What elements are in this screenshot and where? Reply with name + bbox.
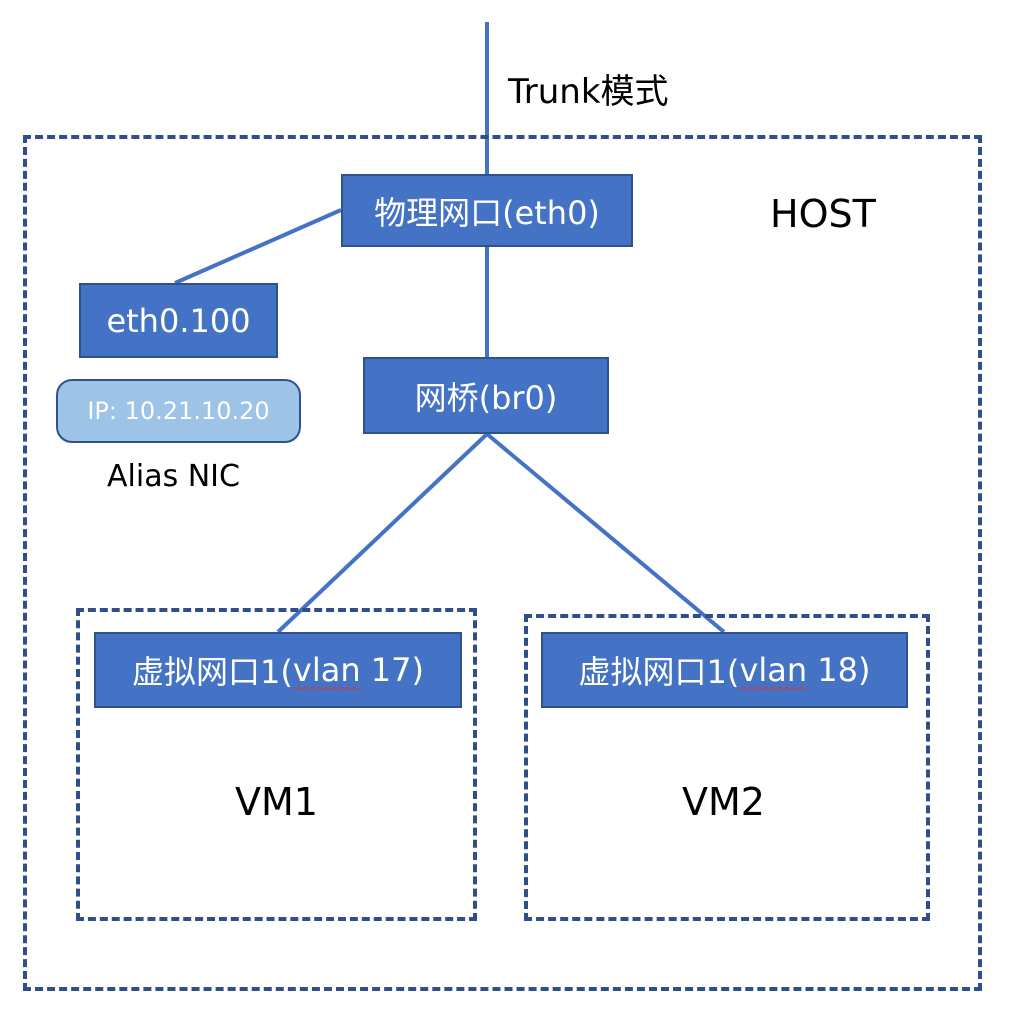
vm2-label: VM2 [682,780,765,824]
eth0-to-vlan-subinterface-line [174,208,342,285]
physical-nic-eth0[interactable]: 物理网口(eth0) [341,174,633,247]
host-label: HOST [770,192,876,236]
bridge-to-vm1-line [276,432,489,634]
vm1-nic-prefix: 虚拟网口1( [132,653,293,691]
bridge-br0[interactable]: 网桥(br0) [363,357,609,434]
vm2-virtual-nic[interactable]: 虚拟网口1(vlan 18) [541,632,908,708]
vm2-nic-suffix: 18) [807,651,871,689]
vm1-boundary [76,608,477,921]
vm1-label: VM1 [235,780,318,824]
vm1-virtual-nic[interactable]: 虚拟网口1(vlan 17) [94,632,462,708]
vm1-nic-suffix: 17) [360,651,424,689]
bridge-to-vm2-line [485,432,726,634]
trunk-mode-label: Trunk模式 [508,72,669,112]
alias-nic-label: Alias NIC [107,459,240,494]
vm2-boundary [524,614,930,921]
vm2-nic-vlan: vlan [739,651,808,689]
vm2-nic-prefix: 虚拟网口1( [578,653,740,691]
vm1-nic-vlan: vlan [292,651,361,689]
vlan-subinterface-eth0-100[interactable]: eth0.100 [79,283,278,358]
alias-ip-badge: IP: 10.21.10.20 [56,379,301,443]
host-boundary [23,135,982,991]
